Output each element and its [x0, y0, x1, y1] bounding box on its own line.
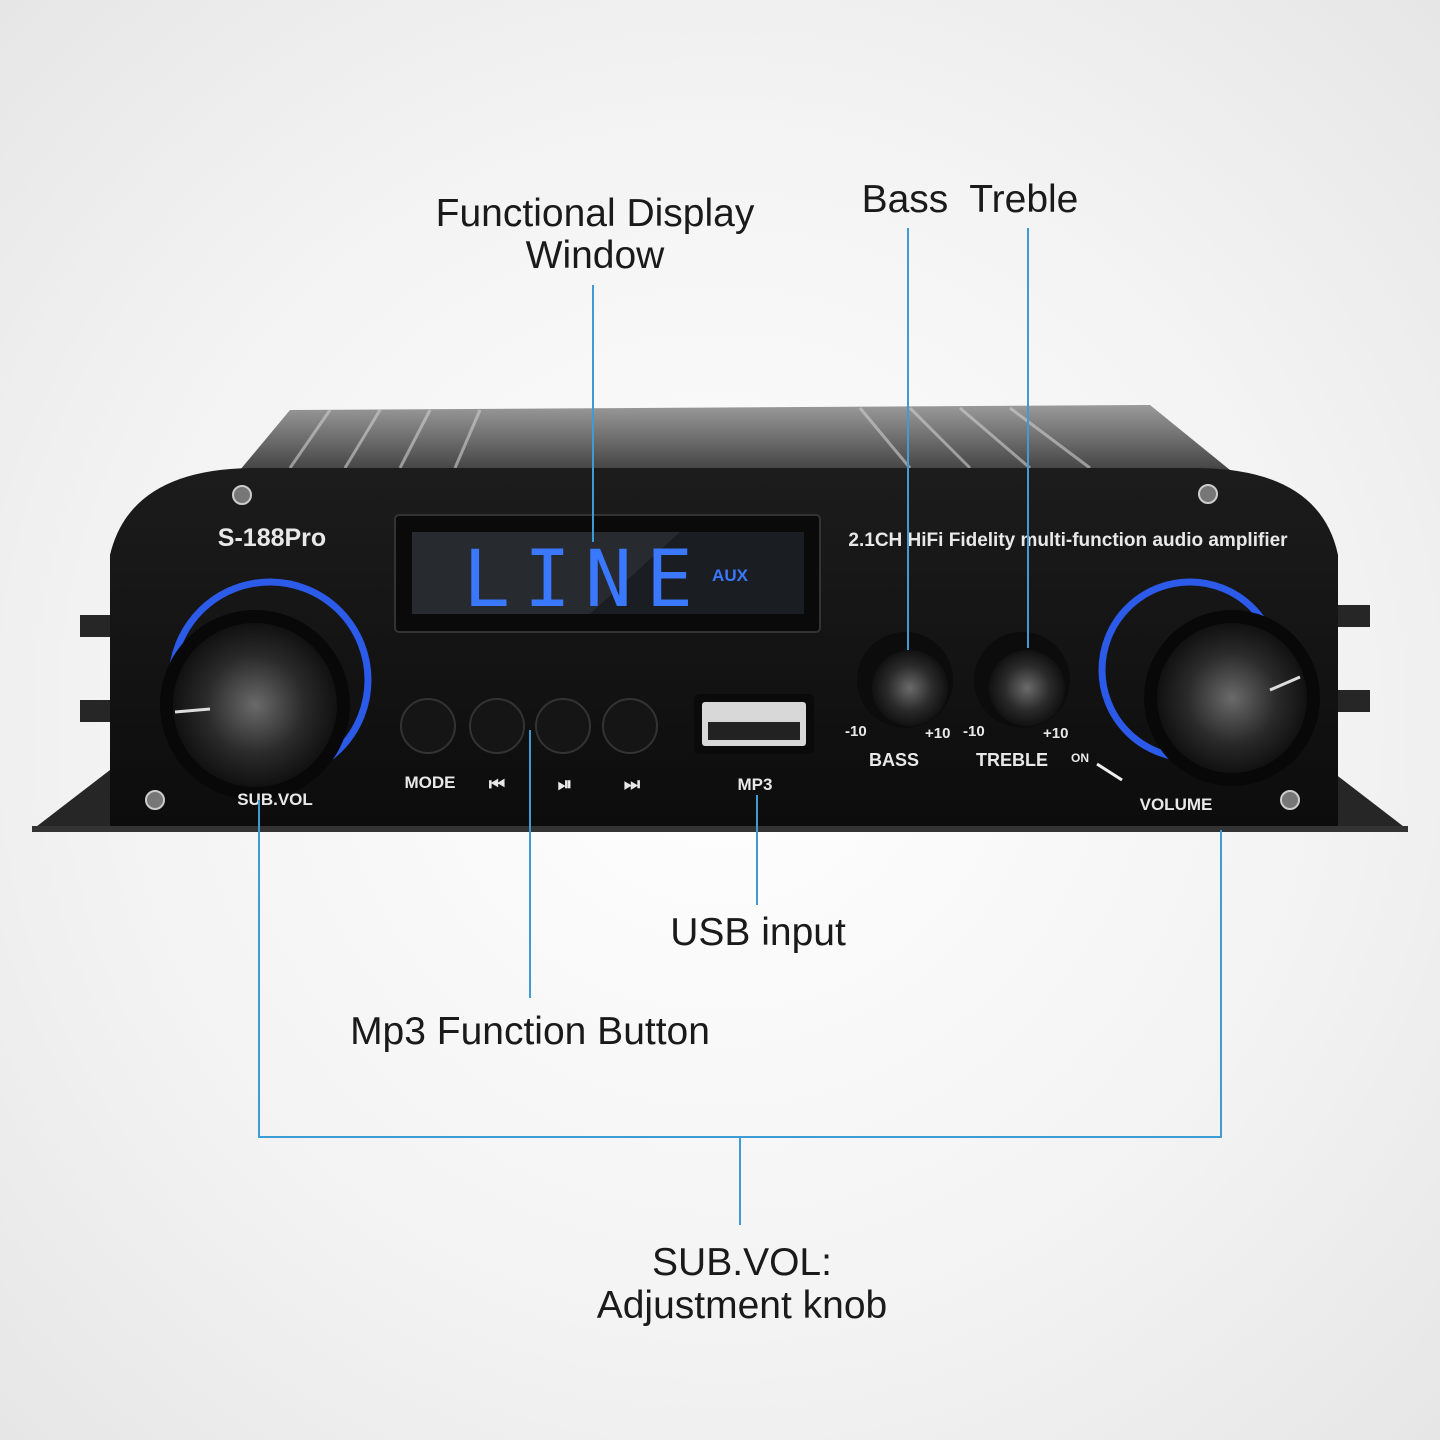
next-button[interactable]: [602, 698, 658, 754]
callout-display-line1: Functional Display: [436, 192, 755, 235]
model-name: S-188Pro: [218, 524, 326, 552]
scale-labels: -10 +10 -10 +10: [845, 723, 1068, 742]
callout-mp3-buttons: Mp3 Function Button: [350, 1010, 710, 1053]
display-text: LINE: [463, 535, 707, 625]
on-label: ON: [1071, 751, 1089, 765]
bass-label: BASS: [869, 750, 919, 770]
svg-text:-10: -10: [963, 723, 985, 740]
play-pause-icon: ⏯: [558, 774, 572, 794]
callout-subvol-line2: Adjustment knob: [597, 1284, 888, 1327]
callout-bass-treble: Bass Treble: [862, 178, 1079, 221]
heatsink-top: [240, 405, 1230, 470]
previous-icon: ⏮: [489, 774, 505, 794]
on-arrow-icon: [1096, 762, 1123, 782]
next-icon: ⏭: [624, 774, 641, 794]
screw-icon: [145, 484, 1300, 810]
svg-text:+10: +10: [1043, 725, 1068, 742]
mode-button[interactable]: [400, 698, 456, 754]
volume-label: VOLUME: [1140, 795, 1213, 814]
callout-usb: USB input: [670, 911, 846, 954]
callout-lines: [258, 228, 1222, 1225]
callout-subvol-line1: SUB.VOL:: [652, 1241, 832, 1284]
previous-button[interactable]: [469, 698, 525, 754]
mode-label: MODE: [405, 773, 456, 792]
tagline: 2.1CH HiFi Fidelity multi-function audio…: [848, 530, 1288, 551]
usb-label: MP3: [738, 775, 773, 794]
treble-label: TREBLE: [976, 750, 1048, 770]
callout-display-line2: Window: [526, 234, 666, 277]
svg-text:+10: +10: [925, 725, 950, 742]
play-pause-button[interactable]: [535, 698, 591, 754]
display-badge: AUX: [712, 566, 749, 585]
subvol-label: SUB.VOL: [237, 790, 313, 809]
svg-text:-10: -10: [845, 723, 867, 740]
